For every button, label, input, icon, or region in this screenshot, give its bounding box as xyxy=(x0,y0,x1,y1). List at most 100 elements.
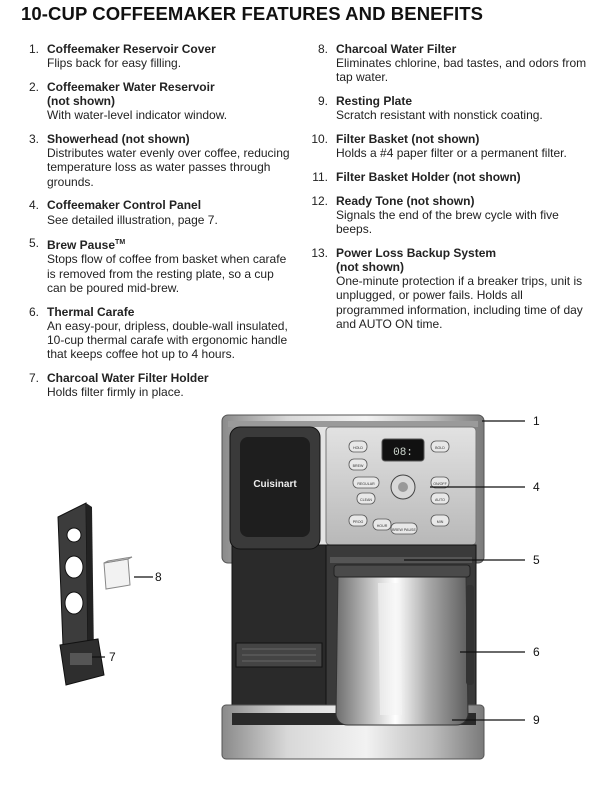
feature-heading: Power Loss Backup System xyxy=(336,246,588,260)
callout-number: 9 xyxy=(533,713,540,727)
feature-heading-text: Charcoal Water Filter xyxy=(336,42,457,56)
feature-heading: Charcoal Water Filter Holder xyxy=(47,371,291,385)
trademark-mark: TM xyxy=(115,239,126,247)
callout-number: 6 xyxy=(533,645,540,659)
callout-number: 8 xyxy=(155,570,162,584)
panel-button-label: MIN xyxy=(437,520,444,524)
panel-button: HOLD xyxy=(348,440,368,453)
panel-button-label: BREW PAUSE xyxy=(392,528,416,532)
coffeemaker-illustration: 08: HOLD BREW BOLD REGULAR CLEAN ON/OFF AUTO PR… xyxy=(57,414,540,760)
panel-buttons: HOLD BREW BOLD REGULAR CLEAN ON/OFF AUTO PROG HO… xyxy=(348,440,450,535)
panel-button: AUTO xyxy=(430,492,450,505)
feature-number: 2. xyxy=(28,79,39,94)
panel-button-label: BREW xyxy=(353,464,364,468)
feature-heading-text: Brew Pause xyxy=(47,238,116,253)
feature-item: 11. Filter Basket Holder (not shown) xyxy=(308,170,588,184)
panel-button-label: AUTO xyxy=(435,498,445,502)
callout-number: 1 xyxy=(533,414,540,428)
feature-number: 9. xyxy=(317,94,328,109)
charcoal-water-filter xyxy=(103,556,133,590)
feature-number: 3. xyxy=(28,132,39,147)
page-title: 10-CUP COFFEEMAKER FEATURES AND BENEFITS xyxy=(21,3,483,25)
feature-heading-text: Power Loss Backup System xyxy=(336,245,497,260)
callout-number: 7 xyxy=(109,650,116,664)
feature-heading: Showerhead (not shown) xyxy=(47,132,291,146)
feature-item: 13. Power Loss Backup System(not shown)On… xyxy=(308,246,588,331)
feature-number: 4. xyxy=(28,198,39,213)
thermal-carafe xyxy=(333,564,474,726)
feature-heading-text: Ready Tone (not shown) xyxy=(336,193,475,208)
panel-button-label: HOLD xyxy=(353,446,363,450)
feature-heading-note: (not shown) xyxy=(336,259,404,274)
panel-button-label: HOUR xyxy=(377,524,388,528)
panel-button-label: REGULAR xyxy=(357,482,375,486)
feature-description: Stops flow of coffee from basket when ca… xyxy=(47,252,287,295)
feature-number: 1. xyxy=(28,42,39,56)
panel-button: PROG xyxy=(348,514,368,527)
feature-heading-text: Coffeemaker Control Panel xyxy=(47,198,202,213)
panel-button: REGULAR xyxy=(352,476,380,489)
charcoal-filter-holder xyxy=(57,502,105,686)
brand-logo: Cuisinart xyxy=(253,479,297,490)
feature-item: 2. Coffeemaker Water Reservoir(not shown)… xyxy=(21,80,291,123)
feature-description: Distributes water evenly over coffee, re… xyxy=(47,146,290,189)
feature-item: 10.Filter Basket (not shown)Holds a #4 p… xyxy=(308,132,588,160)
feature-description: Holds filter firmly in place. xyxy=(47,385,184,400)
feature-heading: Filter Basket Holder (not shown) xyxy=(336,170,588,184)
feature-description: One-minute protection if a breaker trips… xyxy=(336,274,583,331)
panel-button: BOLD xyxy=(430,440,450,453)
feature-number: 6. xyxy=(28,304,39,319)
feature-heading: Coffeemaker Water Reservoir xyxy=(47,80,291,94)
feature-heading-text: Charcoal Water Filter Holder xyxy=(47,370,209,385)
title-rest: FEATURES AND BENEFITS xyxy=(236,3,484,24)
feature-number: 11. xyxy=(312,169,328,184)
panel-button-label: ON/OFF xyxy=(433,482,447,486)
feature-number: 8. xyxy=(317,42,328,56)
feature-heading: Ready Tone (not shown) xyxy=(336,194,588,208)
feature-item: 12. Ready Tone (not shown)Signals the end… xyxy=(308,194,588,237)
feature-number: 12. xyxy=(311,193,328,208)
panel-button: BREW xyxy=(348,458,368,471)
panel-button-label: CLEAN xyxy=(360,498,372,502)
feature-heading-text: Resting Plate xyxy=(336,94,413,109)
control-panel: 08: xyxy=(381,438,425,500)
feature-number: 5. xyxy=(28,236,39,251)
title-brand: 10-CUP COFFEEMAKER xyxy=(21,3,237,24)
callout-number: 5 xyxy=(533,553,540,567)
feature-description: See detailed illustration, page 7. xyxy=(47,212,218,227)
panel-button: CLEAN xyxy=(356,492,376,505)
callout-group: 1 4 5 6 9 8 7 xyxy=(92,414,540,727)
panel-button-label: BOLD xyxy=(435,446,445,450)
feature-heading-text: Filter Basket (not shown) xyxy=(336,132,480,147)
feature-description: Holds a #4 paper filter or a permanent f… xyxy=(336,146,567,161)
feature-heading-text: Thermal Carafe xyxy=(47,304,135,319)
feature-description: With water-level indicator window. xyxy=(47,108,228,123)
panel-button: BREW PAUSE xyxy=(390,522,418,535)
feature-heading: Brew PauseTM xyxy=(47,236,291,252)
feature-description: An easy-pour, dripless, double-wall insu… xyxy=(47,318,288,362)
feature-description: Scratch resistant with nonstick coating. xyxy=(336,108,543,123)
panel-button-label: PROG xyxy=(353,520,364,524)
feature-heading: Charcoal Water Filter xyxy=(336,42,588,56)
panel-button: HOUR xyxy=(372,518,392,531)
feature-heading: Coffeemaker Reservoir Cover xyxy=(47,42,291,56)
feature-heading: Coffeemaker Control Panel xyxy=(47,198,291,212)
feature-number: 13. xyxy=(311,245,328,260)
callout-number: 4 xyxy=(533,480,540,494)
feature-heading-note: (not shown) xyxy=(47,94,115,109)
feature-heading: Filter Basket (not shown) xyxy=(336,132,588,146)
feature-heading-text: Coffeemaker Reservoir Cover xyxy=(47,42,216,56)
feature-heading-text: Coffeemaker Water Reservoir xyxy=(47,79,215,94)
feature-description: Signals the end of the brew cycle with f… xyxy=(336,207,559,237)
feature-description: Flips back for easy filling. xyxy=(47,56,182,71)
feature-item: 3. Showerhead (not shown)Distributes wate… xyxy=(21,132,291,189)
feature-heading-text: Showerhead (not shown) xyxy=(47,132,190,147)
